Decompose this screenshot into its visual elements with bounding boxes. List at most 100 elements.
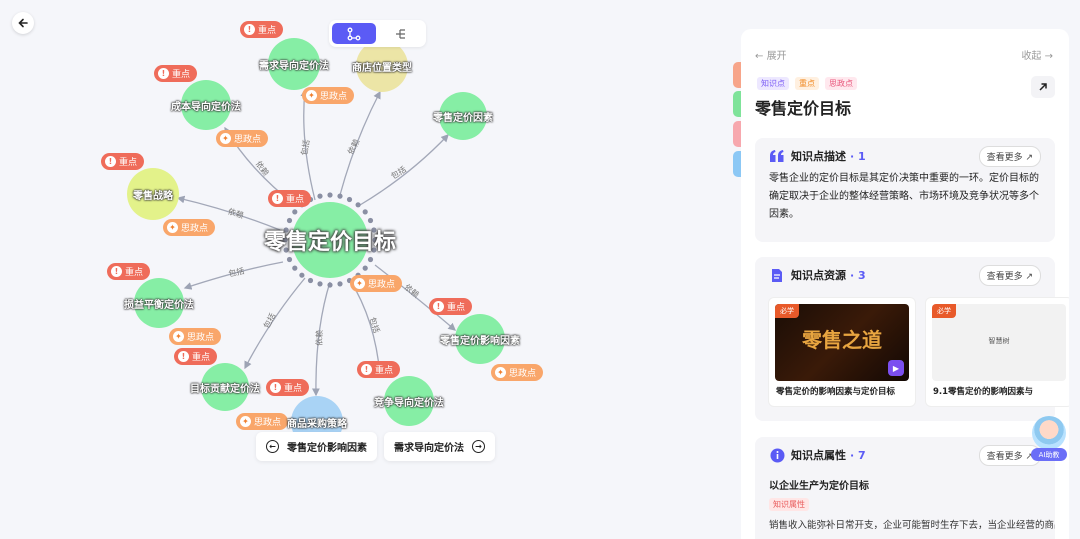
node-零售战略[interactable]: 零售战略	[127, 168, 179, 220]
center-ring-dot	[282, 237, 288, 243]
side-tab-strip[interactable]	[733, 121, 741, 147]
graph-icon	[347, 27, 361, 40]
exclaim-icon: !	[158, 68, 169, 79]
arrow-up-right-icon	[1039, 83, 1047, 91]
star-icon: ✦	[306, 90, 317, 101]
ideology-pill: 思政点	[825, 77, 857, 90]
center-ring-dot	[367, 256, 374, 263]
ai-assistant-button[interactable]: AI助教	[1026, 416, 1072, 466]
edge-label: 依赖	[227, 206, 245, 220]
ideology-tag: ✦思政点	[350, 275, 403, 292]
ideology-tag: ✦思政点	[163, 219, 216, 236]
edge-n9	[312, 281, 331, 397]
collapse-toggle[interactable]: 收起 →	[1021, 51, 1053, 62]
arrow-left-circle-icon: ←	[266, 440, 279, 453]
node-零售定价影响因素[interactable]: 零售定价影响因素	[440, 314, 520, 364]
center-ring-dot	[327, 192, 333, 198]
edge-label: 依赖	[403, 282, 422, 300]
thumbnail-logo: 智慧树	[988, 337, 1010, 345]
exclaim-icon: !	[433, 301, 444, 312]
star-icon: ✦	[354, 278, 365, 289]
center-ring-dot	[292, 265, 298, 271]
side-tab-strip[interactable]	[733, 151, 741, 177]
next-node-label: 需求导向定价法	[394, 443, 464, 454]
center-ring-dot	[372, 237, 378, 243]
star-icon: ✦	[173, 331, 184, 342]
edge-n6	[183, 261, 284, 290]
node-损益平衡定价法[interactable]: 损益平衡定价法	[124, 278, 194, 328]
back-button[interactable]	[12, 12, 34, 34]
node-竞争导向定价法[interactable]: 竞争导向定价法	[374, 376, 444, 426]
prev-node-button[interactable]: ← 零售定价影响因素	[256, 432, 377, 461]
exclaim-icon: !	[272, 193, 283, 204]
description-text: 零售企业的定价目标是其定价决策中重要的一环。定价目标的确定取决于企业的整体经营策…	[769, 173, 1039, 220]
must-learn-badge: 必学	[775, 304, 799, 318]
node-零售定价因素[interactable]: 零售定价因素	[433, 92, 493, 140]
star-icon: ✦	[220, 133, 231, 144]
edge-n8	[244, 277, 306, 370]
resource-name: 零售定价的影响因素与定价目标	[776, 387, 896, 397]
key-tag: !重点	[154, 65, 198, 82]
center-ring-dot	[292, 209, 298, 215]
resource-item[interactable]: 必学 智慧树 9.1零售定价的影响因素与	[925, 297, 1069, 407]
panel-title: 零售定价目标	[755, 99, 852, 118]
card-title: 知识点描述	[791, 150, 846, 163]
center-ring-dot	[367, 217, 374, 224]
star-icon: ✦	[495, 367, 506, 378]
ideology-tag: ✦思政点	[491, 364, 544, 381]
side-tab-strip[interactable]	[733, 91, 741, 117]
node-需求导向定价法[interactable]: 需求导向定价法	[259, 38, 329, 90]
edge-label: 包括	[228, 266, 246, 279]
node-商店位置类型[interactable]: 商店位置类型	[352, 40, 412, 92]
edge-n2	[339, 90, 381, 196]
center-ring-dot	[337, 193, 343, 199]
arrow-left-icon	[18, 18, 28, 28]
ideology-tag: ✦思政点	[216, 130, 269, 147]
info-icon	[769, 447, 785, 463]
exclaim-icon: !	[361, 364, 372, 375]
graph-view-button[interactable]	[332, 23, 376, 44]
card-count: · 1	[850, 149, 866, 163]
ideology-tag: ✦思政点	[302, 87, 355, 104]
view-more-button[interactable]: 查看更多 ↗	[978, 264, 1041, 286]
prev-node-label: 零售定价影响因素	[287, 443, 367, 454]
edge-label: 包括	[368, 316, 382, 334]
attribute-text: 销售收入能弥补日常开支，企业可能暂时生存下去，当企业经营的商品	[769, 520, 1055, 531]
exclaim-icon: !	[105, 156, 116, 167]
mind-map-edges: 包括 依赖 依赖 包括 依赖 包括 依赖 包括 依赖 包括	[176, 88, 456, 397]
expand-toggle[interactable]: ← 展开	[755, 51, 787, 62]
center-ring-dot	[327, 282, 333, 288]
tree-icon	[396, 28, 406, 39]
document-icon	[769, 267, 785, 283]
ideology-tag: ✦思政点	[236, 413, 289, 430]
card-count: · 3	[850, 268, 866, 282]
center-node[interactable]: 零售定价目标	[264, 202, 396, 278]
star-icon: ✦	[240, 416, 251, 427]
resources-card: 知识点资源 · 3 查看更多 ↗ 必学 零售之道 ▶ 零售定价的影响因素与定价目…	[755, 257, 1069, 421]
ai-avatar-icon	[1032, 416, 1066, 450]
view-more-button[interactable]: 查看更多 ↗	[978, 145, 1041, 167]
mind-map-canvas[interactable]: 包括 依赖 依赖 包括 依赖 包括 依赖 包括 依赖 包括 需求导向定价法 商店…	[0, 0, 720, 539]
center-ring-dot	[307, 277, 314, 284]
edge-n4	[359, 134, 449, 206]
edge-label: 包括	[299, 139, 312, 156]
center-ring-dot	[317, 193, 323, 199]
card-title: 知识点属性	[791, 449, 846, 462]
quote-icon	[769, 148, 785, 164]
center-ring-dot	[286, 256, 293, 263]
open-external-button[interactable]	[1031, 76, 1055, 98]
key-tag: !重点	[240, 21, 284, 38]
node-目标贡献定价法[interactable]: 目标贡献定价法	[190, 363, 260, 411]
edge-n5	[176, 195, 281, 231]
tree-view-button[interactable]	[380, 23, 424, 44]
edge-label: 依赖	[345, 137, 361, 156]
star-icon: ✦	[167, 222, 178, 233]
side-tab-strip[interactable]	[733, 62, 741, 88]
resource-item[interactable]: 必学 零售之道 ▶ 零售定价的影响因素与定价目标	[768, 297, 916, 407]
attribute-title: 以企业生产为定价目标	[769, 481, 869, 492]
play-icon: ▶	[888, 360, 904, 376]
center-ring-dot	[371, 247, 377, 253]
next-node-button[interactable]: 需求导向定价法 →	[384, 432, 495, 461]
attributes-card: 知识点属性 · 7 查看更多 ↗ 以企业生产为定价目标 知识属性 销售收入能弥补…	[755, 437, 1055, 539]
node-成本导向定价法[interactable]: 成本导向定价法	[171, 80, 241, 130]
